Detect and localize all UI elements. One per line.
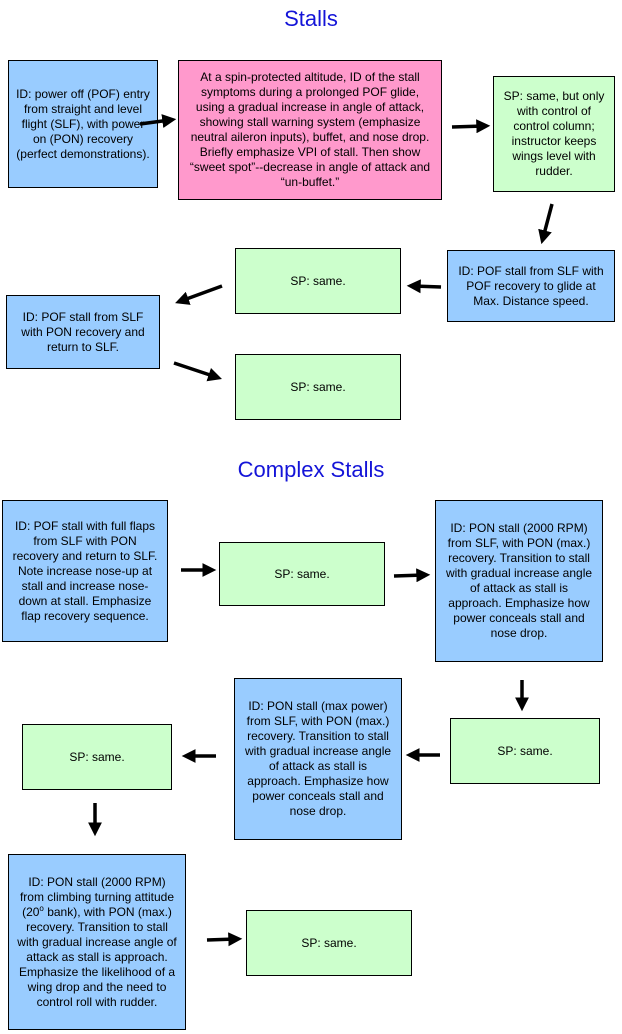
box-text: SP: same.	[274, 566, 330, 581]
arrow-5	[175, 284, 223, 305]
arrow-3	[538, 203, 554, 245]
arrow-13	[206, 932, 243, 947]
box-text: At a spin-protected altitude, ID of the …	[189, 70, 431, 189]
box-text-part: bank), with PON (max.) recovery. Transit…	[17, 904, 177, 1009]
complex-stalls-title: Complex Stalls	[237, 457, 385, 482]
box-text: SP: same.	[290, 379, 346, 394]
box-text: ID: POF stall from SLF with POF recovery…	[458, 263, 604, 308]
id-box-pof-entry-slf: ID: power off (POF) entry from straight …	[8, 60, 158, 188]
box-text: SP: same, but only with control of contr…	[503, 89, 605, 178]
stalls-title: Stalls	[284, 6, 338, 31]
box-text: SP: same.	[301, 935, 357, 950]
box-text: SP: same.	[69, 749, 125, 764]
id-box-pon-climbing-turn: ID: PON stall (2000 RPM) from climbing t…	[8, 854, 186, 1030]
id-box-pof-pon-recovery: ID: POF stall from SLF with PON recovery…	[6, 295, 160, 369]
sp-box-control-column: SP: same, but only with control of contr…	[493, 76, 615, 192]
id-box-pon-max-power: ID: PON stall (max power) from SLF, with…	[234, 678, 402, 840]
box-text: ID: PON stall (2000 RPM) from climbing t…	[15, 875, 179, 1010]
id-box-pof-recovery-glide: ID: POF stall from SLF with POF recovery…	[447, 250, 615, 322]
box-text: ID: POF stall from SLF with PON recovery…	[21, 309, 145, 354]
sp-box-same-1: SP: same.	[235, 248, 401, 314]
box-text: ID: POF stall with full flaps from SLF w…	[12, 518, 158, 623]
id-box-full-flaps: ID: POF stall with full flaps from SLF w…	[2, 500, 168, 642]
box-text: SP: same.	[497, 743, 553, 758]
sp-box-same-2: SP: same.	[235, 354, 401, 420]
box-text: ID: PON stall (2000 RPM) from SLF, with …	[445, 521, 593, 640]
box-text: ID: power off (POF) entry from straight …	[16, 86, 150, 161]
arrow-1	[139, 114, 177, 128]
box-text: SP: same.	[290, 273, 346, 288]
id-box-pon-2000rpm-slf: ID: PON stall (2000 RPM) from SLF, with …	[435, 500, 603, 662]
arrow-2	[451, 119, 491, 134]
box-text: ID: PON stall (max power) from SLF, with…	[244, 699, 392, 818]
box-text-part: ID: PON stall (2000 RPM) from climbing t…	[19, 874, 175, 919]
sp-box-same-5: SP: same.	[22, 724, 172, 790]
arrow-8	[393, 568, 431, 583]
sp-box-same-6: SP: same.	[246, 910, 412, 976]
arrow-4	[406, 279, 442, 294]
intro-box-stall-symptoms: At a spin-protected altitude, ID of the …	[178, 60, 442, 200]
arrow-6	[173, 361, 222, 382]
degree-superscript: o	[39, 903, 44, 913]
sp-box-same-3: SP: same.	[219, 542, 385, 606]
sp-box-same-4: SP: same.	[450, 718, 600, 784]
